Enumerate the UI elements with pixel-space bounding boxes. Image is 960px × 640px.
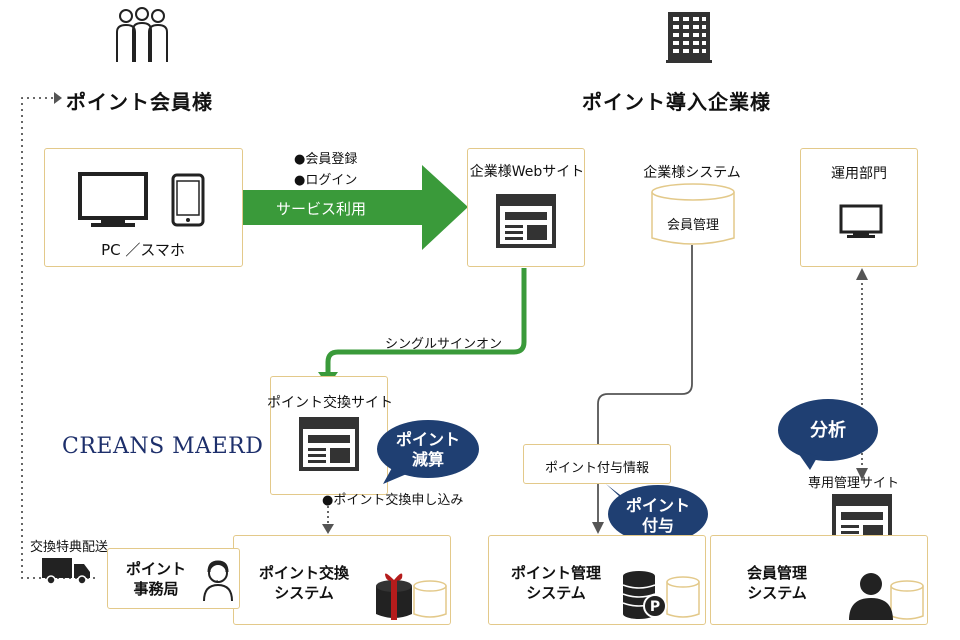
operator-icon	[203, 560, 233, 602]
member-system-box: 会員管理 システム	[710, 535, 928, 625]
member-device-box: PC ／スマホ	[44, 148, 243, 267]
gift-box-icon	[376, 573, 447, 620]
delivery-label: 交換特典配送	[30, 540, 109, 555]
point-office-box: ポイント 事務局	[107, 548, 240, 609]
analysis-bubble-label: 分析	[810, 420, 846, 441]
people-icon	[116, 7, 168, 62]
company-logo: CREANS MAERD	[62, 434, 264, 459]
analysis-bubble	[778, 399, 878, 470]
operations-title: 運用部門	[831, 166, 887, 182]
register-bullet: ●会員登録	[294, 152, 358, 167]
operations-box: 運用部門	[800, 148, 918, 267]
monitor-icon	[78, 172, 148, 227]
svg-text:P: P	[650, 599, 660, 615]
companies-heading: ポイント導入企業様	[582, 90, 771, 114]
point-info-box: ポイント付与情報	[523, 444, 671, 484]
monitor-icon	[839, 204, 883, 238]
building-icon	[666, 12, 712, 63]
grant-bubble-line1: ポイント	[625, 496, 690, 515]
deduct-bubble-line2: 減算	[411, 450, 444, 469]
sso-label: シングルサインオン	[385, 337, 503, 352]
grant-bubble	[606, 484, 708, 543]
grant-bubble-line2: 付与	[641, 516, 674, 535]
company-system-db-label: 会員管理	[666, 218, 719, 233]
member-device-label: PC ／スマホ	[101, 241, 185, 259]
company-system-title: 企業様システム	[643, 165, 741, 181]
deduct-bubble	[377, 420, 479, 484]
webpage-icon	[496, 194, 556, 248]
webpage-icon	[299, 417, 359, 471]
exchange-system-line2: システム	[274, 584, 334, 602]
database-icon	[651, 183, 735, 245]
point-office-line1: ポイント	[125, 560, 186, 578]
points-system-line2: システム	[526, 584, 586, 602]
member-system-line1: 会員管理	[746, 564, 807, 582]
exchange-system-box: ポイント交換 システム	[233, 535, 451, 625]
member-system-line2: システム	[747, 584, 807, 602]
truck-icon	[42, 558, 90, 585]
point-office-line2: 事務局	[133, 580, 179, 598]
exchange-site-box[interactable]: ポイント交換サイト	[267, 376, 393, 495]
exchange-site-title: ポイント交換サイト	[267, 395, 393, 411]
service-arrow-label: サービス利用	[276, 200, 367, 218]
point-info-label: ポイント付与情報	[544, 461, 649, 476]
exchange-apply-label: ●ポイント交換申し込み	[322, 493, 464, 508]
smartphone-icon	[171, 173, 205, 227]
login-bullet: ●ログイン	[294, 173, 358, 188]
coin-stack-icon: P	[622, 571, 700, 619]
deduct-bubble-line1: ポイント	[395, 430, 460, 449]
exchange-system-line1: ポイント交換	[258, 564, 349, 582]
company-website-title: 企業様Webサイト	[469, 164, 585, 180]
members-heading: ポイント会員様	[66, 90, 213, 114]
sso-connector	[318, 268, 527, 386]
points-system-line1: ポイント管理	[510, 564, 601, 582]
user-silhouette-icon	[849, 573, 924, 620]
points-system-box: ポイント管理 システム P	[488, 535, 706, 625]
company-website-box[interactable]: 企業様Webサイト	[467, 148, 585, 267]
admin-site-label: 専用管理サイト	[808, 476, 900, 491]
